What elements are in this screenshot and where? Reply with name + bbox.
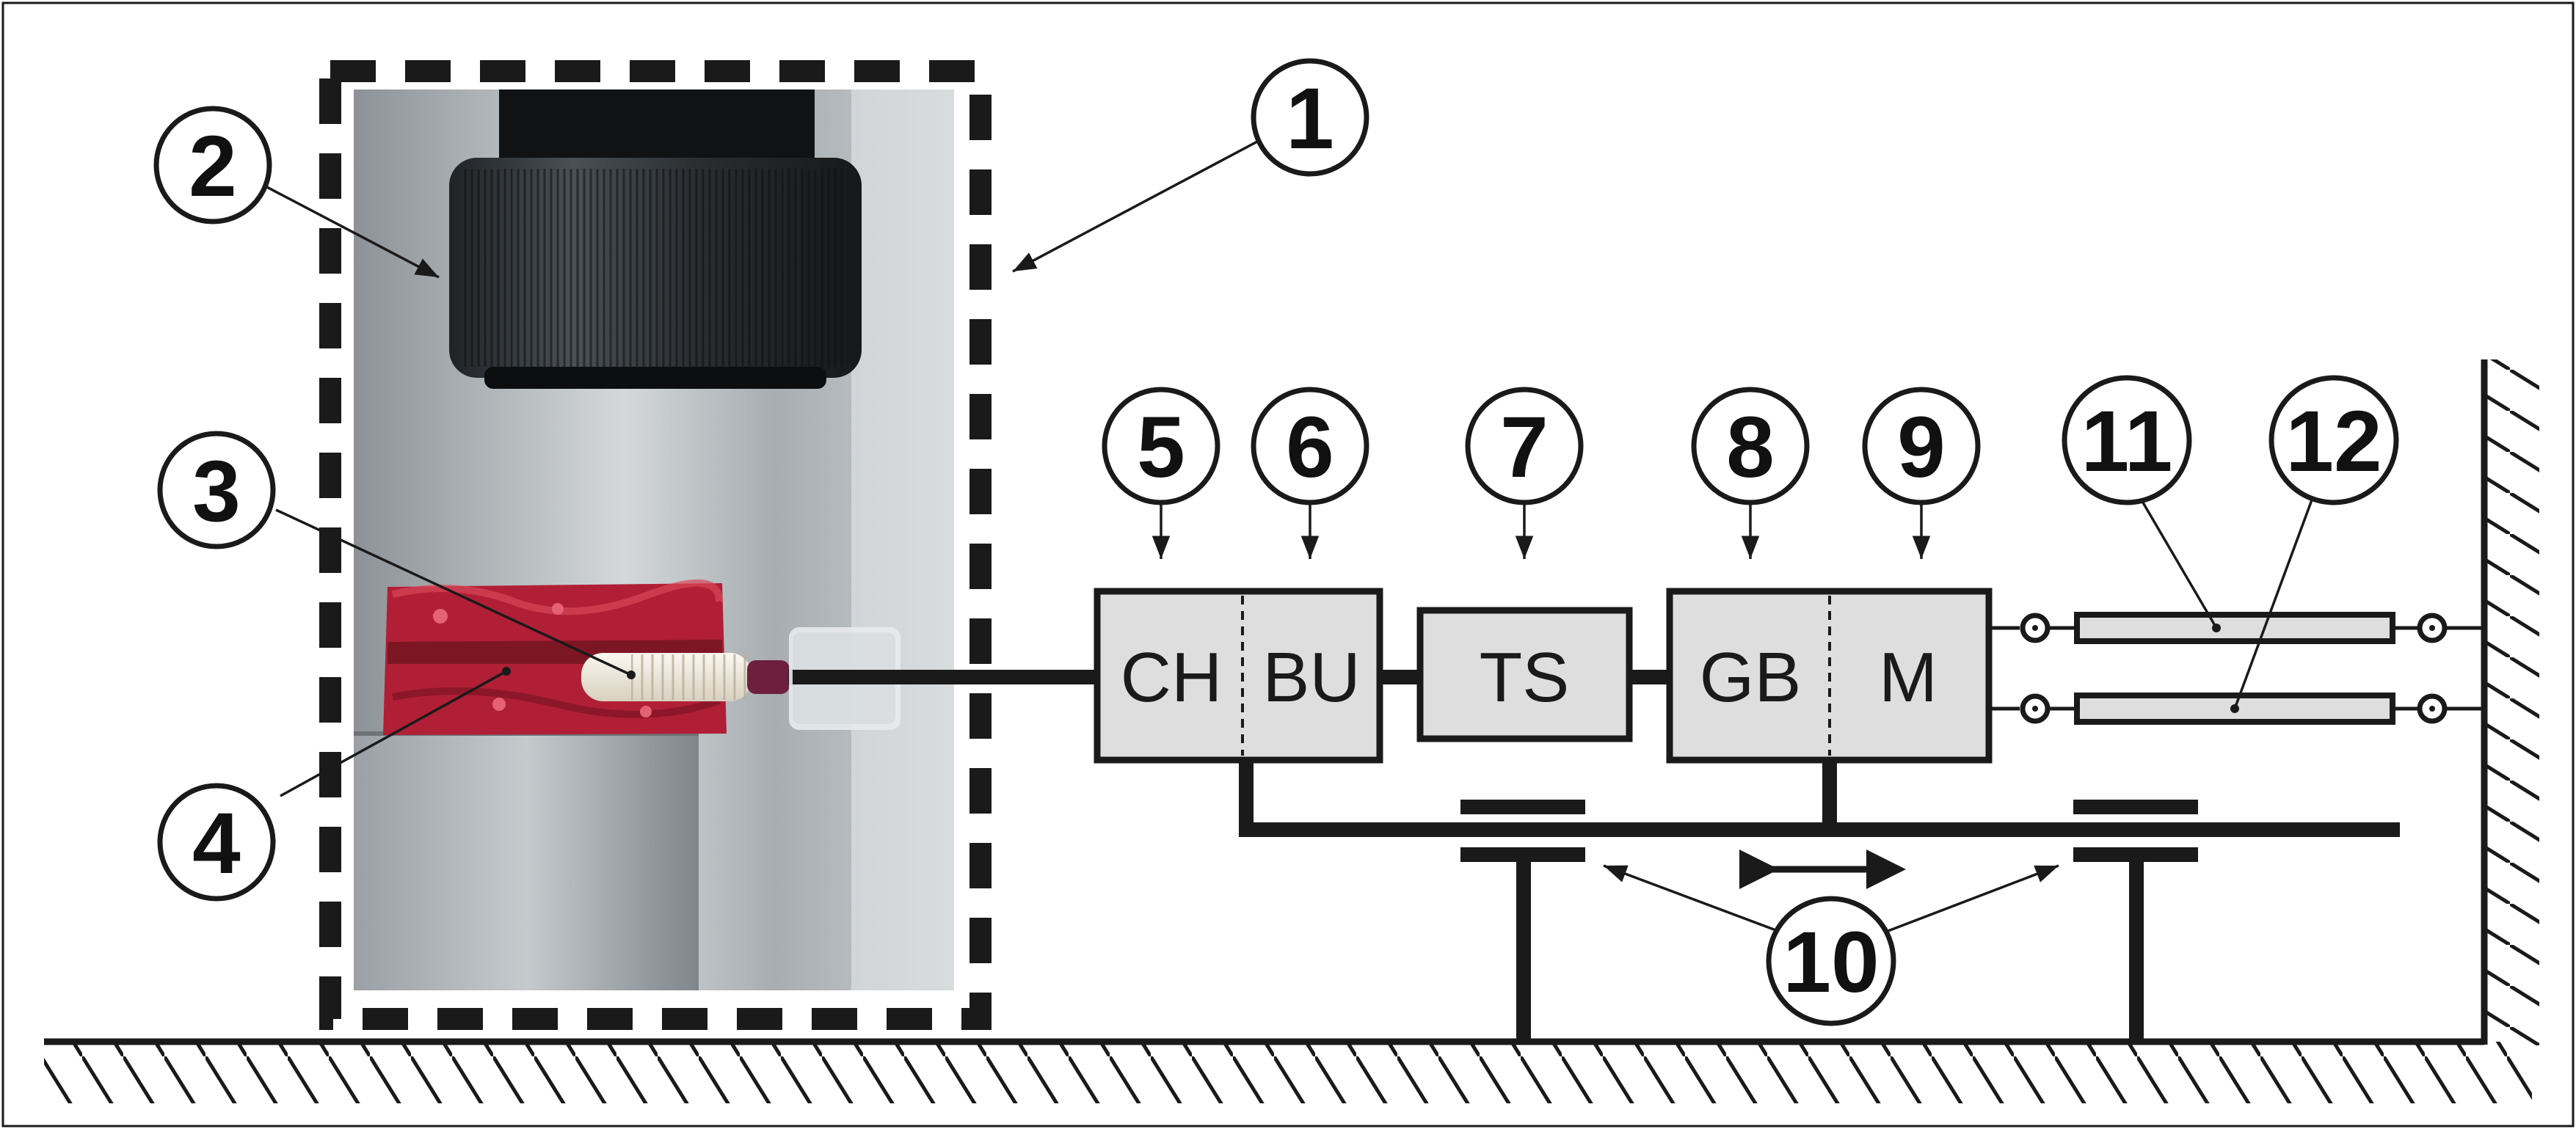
label-11: 11 [2062, 375, 2192, 505]
ch-bu-box: CH BU [1094, 588, 1383, 764]
hatched-ground-icon [44, 1038, 2532, 1103]
label-5: 5 [1102, 387, 1220, 505]
gb-m-box: GB M [1666, 588, 1993, 764]
carriage [1239, 760, 2400, 837]
label-6: 6 [1251, 387, 1369, 505]
dashed-frame-icon [319, 60, 992, 1030]
spring-12 [1989, 693, 2484, 725]
specimen-photo [354, 89, 954, 990]
support-block [354, 734, 699, 990]
label-4-text: 4 [192, 795, 241, 892]
label-2: 2 [153, 106, 272, 224]
label-7-text: 7 [1500, 399, 1549, 496]
linear-guide-left [1460, 800, 1585, 1042]
linear-guide-right [2073, 800, 2198, 1042]
hatched-wall-icon [2481, 359, 2539, 1045]
m-label: M [1879, 638, 1938, 717]
label-3-text: 3 [192, 443, 241, 540]
label-1-text: 1 [1286, 70, 1334, 167]
label-6-text: 6 [1286, 399, 1334, 496]
label-8: 8 [1691, 387, 1810, 505]
label-8-text: 8 [1726, 399, 1775, 496]
camera-lens-icon [449, 89, 862, 389]
leader-lines [262, 139, 2317, 933]
ch-label: CH [1121, 638, 1223, 717]
label-12: 12 [2268, 375, 2399, 505]
label-12-text: 12 [2285, 393, 2382, 490]
bu-label: BU [1262, 638, 1360, 717]
implant-screw [581, 653, 809, 701]
gb-label: GB [1700, 638, 1802, 717]
label-5-text: 5 [1137, 399, 1185, 496]
label-11-text: 11 [2081, 393, 2173, 490]
label-2-text: 2 [189, 118, 237, 215]
label-9: 9 [1862, 387, 1981, 505]
label-9-text: 9 [1897, 399, 1946, 496]
ts-box: TS [1416, 607, 1633, 742]
label-10: 10 [1766, 896, 1896, 1026]
label-4: 4 [157, 783, 276, 902]
label-10-text: 10 [1783, 914, 1879, 1011]
label-1: 1 [1251, 58, 1369, 177]
ts-label: TS [1480, 638, 1570, 717]
label-7: 7 [1465, 387, 1584, 505]
label-3: 3 [157, 431, 276, 549]
spring-11 [1989, 612, 2484, 644]
